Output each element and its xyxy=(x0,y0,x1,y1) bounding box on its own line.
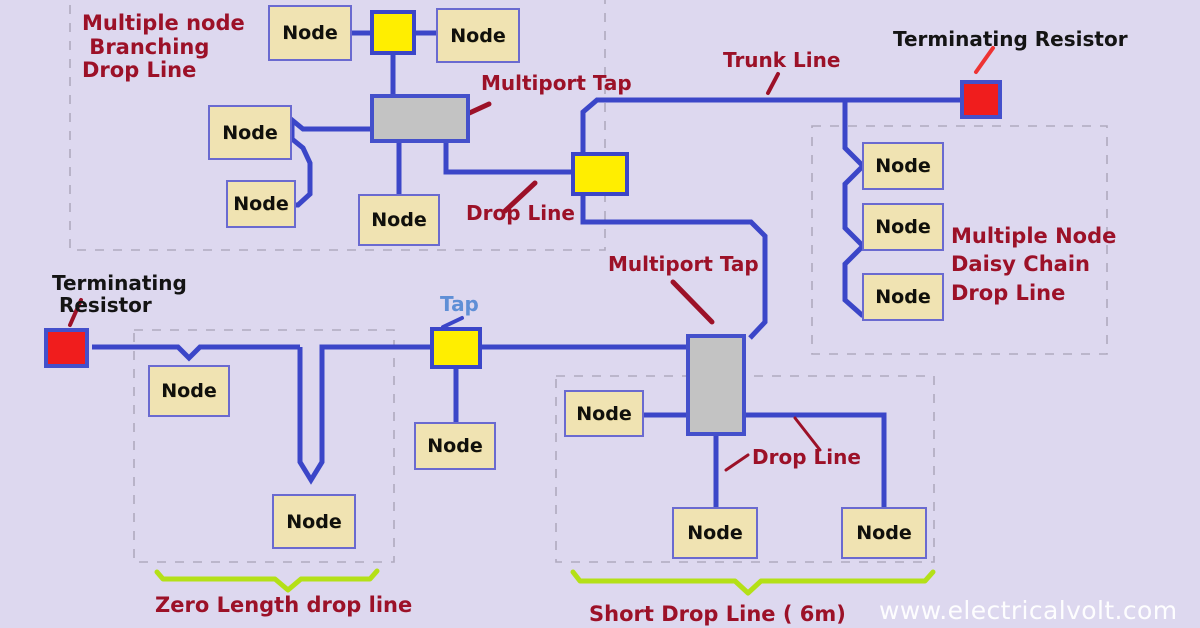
node-box[interactable]: Node xyxy=(148,365,230,417)
node-box[interactable]: Node xyxy=(672,507,758,559)
link-multiport-midleftupper xyxy=(289,114,370,208)
multiport-tap-top[interactable] xyxy=(370,94,470,143)
node-label: Node xyxy=(233,193,289,215)
leader-terminating-resistor-left xyxy=(68,298,83,327)
node-label: Node xyxy=(427,435,483,457)
trunk-line-upper xyxy=(580,97,960,152)
node-box[interactable]: Node xyxy=(862,142,944,190)
label-multiple-node-daisy-chain: Multiple Node Daisy Chain Drop Line xyxy=(951,224,1117,305)
node-label: Node xyxy=(856,522,912,544)
node-box[interactable]: Node xyxy=(226,180,296,228)
leader-terminating-resistor-top xyxy=(974,46,995,74)
node-label: Node xyxy=(161,380,217,402)
region-zero-length xyxy=(133,329,395,563)
label-short-drop-line: Short Drop Line ( 6m) xyxy=(589,602,846,626)
leader-drop-line-bottom-2 xyxy=(793,416,822,452)
node-label: Node xyxy=(576,402,632,425)
label-multiple-node-branching: Multiple node Branching Drop Line xyxy=(82,11,245,83)
link-multiportmid-shortright xyxy=(746,412,887,508)
tap-bottom[interactable] xyxy=(430,327,482,369)
label-terminating-resistor-left: Terminating Resistor xyxy=(52,271,187,318)
link-multiport-tapmid xyxy=(443,143,571,175)
label-terminating-resistor-top: Terminating Resistor xyxy=(893,27,1128,51)
link-tapmid-multiportmid xyxy=(580,196,768,340)
label-tap: Tap xyxy=(440,292,479,316)
node-box[interactable]: Node xyxy=(841,507,927,559)
label-drop-line-bottom: Drop Line xyxy=(752,445,861,469)
label-drop-line-top: Drop Line xyxy=(466,201,575,225)
label-multiport-tap-mid: Multiport Tap xyxy=(608,252,759,276)
link-trunk-daisychain xyxy=(842,100,867,318)
node-box[interactable]: Node xyxy=(564,390,644,437)
node-box[interactable]: Node xyxy=(272,494,356,549)
node-box[interactable]: Node xyxy=(268,5,352,61)
link-zero-length-loop xyxy=(297,344,430,485)
node-label: Node xyxy=(687,522,743,544)
node-box[interactable]: Node xyxy=(358,194,440,246)
node-label: Node xyxy=(371,209,427,231)
node-box[interactable]: Node xyxy=(208,105,292,160)
leader-multiport-tap-mid xyxy=(670,279,715,325)
brace-short-drop xyxy=(570,569,936,596)
node-label: Node xyxy=(222,121,278,144)
terminating-resistor-left[interactable] xyxy=(44,328,89,368)
node-label: Node xyxy=(282,22,338,44)
node-box[interactable]: Node xyxy=(862,273,944,321)
node-box[interactable]: Node xyxy=(862,203,944,251)
label-zero-length-drop-line: Zero Length drop line xyxy=(155,593,413,617)
tap-mid[interactable] xyxy=(571,152,629,196)
node-label: Node xyxy=(875,155,931,177)
node-label: Node xyxy=(450,24,506,47)
label-multiport-tap-top: Multiport Tap xyxy=(481,71,632,95)
watermark: www.electricalvolt.com xyxy=(879,596,1178,625)
region-daisy-chain xyxy=(811,125,1108,355)
terminating-resistor-top-right[interactable] xyxy=(960,80,1002,119)
leader-trunk-line xyxy=(766,72,780,95)
node-box[interactable]: Node xyxy=(414,422,496,470)
trunk-line-lower xyxy=(92,344,300,362)
leader-drop-line-top xyxy=(502,180,538,214)
label-trunk-line: Trunk Line xyxy=(723,48,841,72)
leader-drop-line-bottom xyxy=(724,453,750,472)
node-label: Node xyxy=(286,510,342,533)
leader-tap xyxy=(441,316,464,329)
brace-zero-length xyxy=(154,568,380,593)
multiport-tap-mid[interactable] xyxy=(686,334,746,436)
node-label: Node xyxy=(875,286,931,308)
node-box[interactable]: Node xyxy=(436,8,520,63)
tap-top[interactable] xyxy=(370,10,416,55)
node-label: Node xyxy=(875,216,931,238)
region-branching xyxy=(69,0,606,251)
